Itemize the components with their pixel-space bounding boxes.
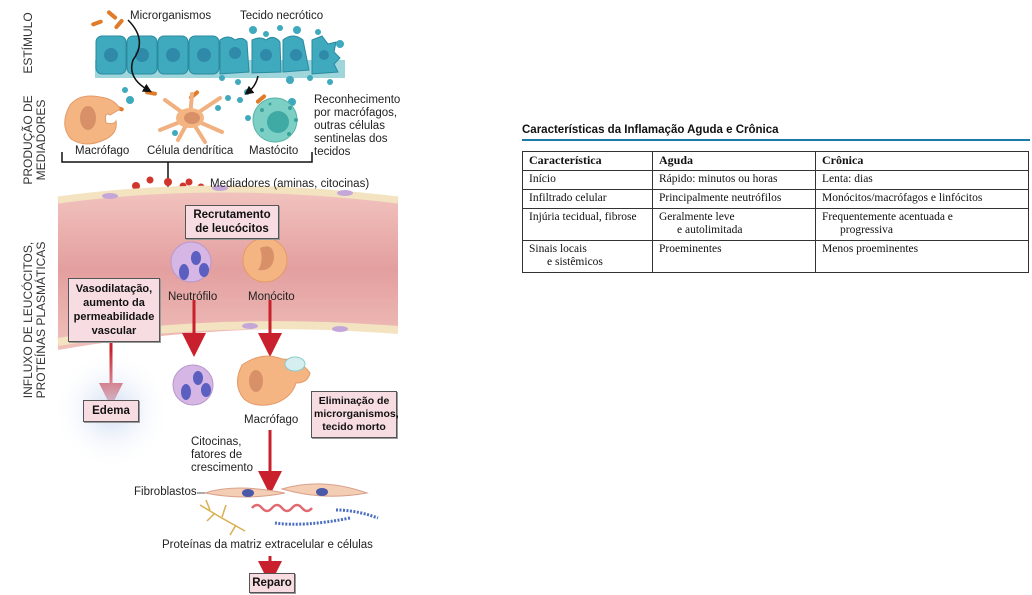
cell-text: Injúria tecidual, fibrose: [529, 211, 637, 223]
label-monocyte: Monócito: [248, 291, 295, 303]
box-elimination: Eliminação de microrganismos, tecido mor…: [311, 391, 399, 438]
box-line: de leucócitos: [195, 223, 269, 235]
table-row: Início Rápido: minutos ou horas Lenta: dia…: [522, 170, 1029, 190]
recognition-line: Reconhecimento: [314, 94, 401, 106]
cell-text: Início: [529, 173, 556, 185]
epithelium-cells: [95, 25, 345, 136]
cell-text: Infiltrado celular: [529, 192, 607, 204]
box-line: aumento da: [83, 297, 145, 309]
cytokines-line: fatores de: [191, 449, 243, 461]
table-cell: Infiltrado celular: [522, 189, 653, 209]
box-line: Eliminação de: [318, 395, 390, 407]
table-header-row: Característica Aguda Crônica: [522, 151, 1029, 171]
cell-text: Monócitos/macrófagos e linfócitos: [822, 192, 983, 204]
recognition-line: tecidos: [314, 146, 351, 158]
box-edema: Edema: [83, 400, 139, 422]
column-header: Aguda: [652, 151, 816, 171]
recognition-line: por macrófagos,: [314, 107, 398, 119]
cell-text: Frequentemente acentuada e: [822, 211, 953, 223]
side-label-mediators: PRODUÇÃO DE MEDIADORES: [21, 95, 48, 185]
recognition-line: sentinelas dos: [314, 133, 388, 145]
cell-text: Sinais locais: [529, 243, 587, 255]
label-recognition: Reconhecimento por macrófagos, outras cé…: [314, 94, 400, 159]
table-cell: Rápido: minutos ou horas: [652, 170, 816, 190]
table-cell: Menos proeminentes: [815, 240, 1029, 273]
box-line: Vasodilatação,: [75, 283, 153, 295]
label-microorganisms: Microrganismos: [130, 10, 212, 22]
box-line: permeabilidade: [73, 311, 155, 323]
inflammation-diagram: ESTÍMULO PRODUÇÃO DE MEDIADORES INFLUXO …: [0, 0, 420, 595]
side-label-mediators-line1: PRODUÇÃO DE: [21, 95, 35, 185]
cell-text: Lenta: dias: [822, 173, 873, 185]
side-label-stimulus: ESTÍMULO: [21, 12, 35, 74]
cytokines-line: Citocinas,: [191, 436, 242, 448]
table-cell: Lenta: dias: [815, 170, 1029, 190]
cell-text-continuation: progressiva: [840, 224, 894, 236]
label-mast-cell: Mastócito: [249, 145, 299, 157]
side-label-mediators-line2: MEDIADORES: [34, 99, 48, 181]
label-macrophage-tissue: Macrófago: [244, 414, 299, 426]
box-line: tecido morto: [322, 421, 386, 433]
collagen-fiber: [251, 503, 313, 513]
table-row: Injúria tecidual, fibrose Geralmente leve…: [522, 208, 1029, 241]
protein-chain: [274, 516, 351, 526]
side-label-influx-line2: PROTEÍNAS PLASMÁTICAS: [34, 241, 48, 399]
side-label-influx-line1: INFLUXO DE LEUCÓCITOS,: [21, 241, 35, 399]
label-necrotic-tissue: Tecido necrótico: [240, 10, 324, 22]
cell-text: Principalmente neutrófilos: [659, 192, 782, 204]
cytokines-line: crescimento: [191, 462, 253, 474]
table-row: Infiltrado celular Principalmente neutróf…: [522, 189, 1029, 209]
box-vasodilation: Vasodilatação, aumento da permeabilidade…: [68, 278, 160, 342]
table-cell: Proeminentes: [652, 240, 816, 273]
recognition-line: outras células: [314, 120, 385, 132]
side-label-influx: INFLUXO DE LEUCÓCITOS, PROTEÍNAS PLASMÁT…: [21, 225, 48, 415]
box-line: microrganismos,: [314, 408, 399, 420]
cell-text: Menos proeminentes: [822, 243, 919, 255]
cell-text: Proeminentes: [659, 243, 722, 255]
ecm-fiber: [199, 499, 246, 536]
table-cell: Monócitos/macrófagos e linfócitos: [815, 189, 1029, 209]
label-mediators: Mediadores (aminas, citocinas): [210, 178, 370, 190]
label-fibroblasts: Fibroblastos: [134, 486, 197, 498]
table-cell: Início: [522, 170, 653, 190]
box-line: Recrutamento: [193, 209, 271, 221]
table-cell: Principalmente neutrófilos: [652, 189, 816, 209]
label-ecm-proteins: Proteínas da matriz extracelular e célul…: [162, 539, 373, 551]
table-title: Características da Inflamação Aguda e Cr…: [522, 124, 1030, 141]
cell-text: Rápido: minutos ou horas: [659, 173, 778, 185]
cell-text: Geralmente leve: [659, 211, 735, 223]
box-leukocyte-recruitment: Recrutamento de leucócitos: [185, 205, 279, 239]
box-line: vascular: [91, 325, 137, 337]
cell-text-continuation: e autolimitada: [677, 224, 743, 236]
table-cell: Injúria tecidual, fibrose: [522, 208, 653, 241]
box-repair: Reparo: [249, 573, 295, 593]
protein-chain: [335, 508, 379, 520]
label-dendritic-cell: Célula dendrítica: [147, 145, 234, 157]
column-header: Característica: [522, 151, 653, 171]
cell-text-continuation: e sistêmicos: [547, 256, 603, 268]
label-neutrophil: Neutrófilo: [168, 291, 218, 303]
column-header: Crônica: [815, 151, 1029, 171]
comparison-table-panel: Características da Inflamação Aguda e Cr…: [522, 124, 1030, 273]
label-macrophage: Macrófago: [75, 145, 130, 157]
inflammation-comparison-table: Característica Aguda Crônica Início Rápid…: [522, 151, 1029, 273]
label-cytokines: Citocinas, fatores de crescimento: [191, 436, 253, 475]
